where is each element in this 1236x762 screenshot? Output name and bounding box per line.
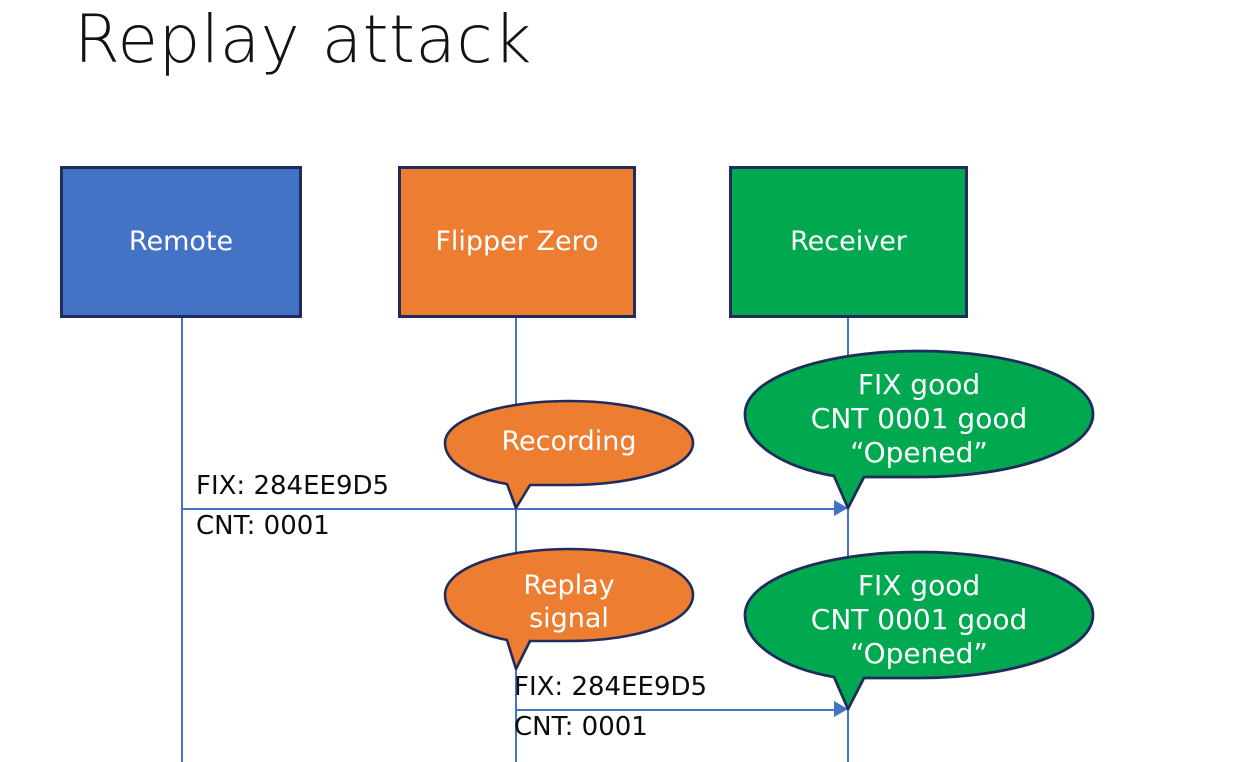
- callout-recording-shape: [443, 399, 695, 510]
- actor-label-remote: Remote: [128, 226, 234, 258]
- actor-label-flipper: Flipper Zero: [435, 226, 599, 258]
- lifeline-remote: [181, 318, 183, 762]
- message-line-1: [182, 508, 842, 510]
- actor-box-flipper[interactable]: Flipper Zero: [398, 166, 636, 318]
- callout-replay-signal-shape: [443, 547, 695, 671]
- message-line-2: [516, 709, 842, 711]
- actor-box-receiver[interactable]: Receiver: [729, 166, 968, 318]
- message-arrowhead-2: [834, 701, 848, 717]
- actor-label-receiver: Receiver: [790, 226, 907, 258]
- message-2-label-above: FIX: 284EE9D5: [514, 672, 708, 702]
- lifeline-flipper: [515, 318, 517, 762]
- lifeline-receiver: [847, 318, 849, 762]
- actor-box-remote[interactable]: Remote: [60, 166, 302, 318]
- message-1-label-below: CNT: 0001: [196, 511, 330, 541]
- callout-receiver-response-2[interactable]: FIX good CNT 0001 good “Opened”: [743, 550, 1095, 713]
- message-1-label-above: FIX: 284EE9D5: [196, 471, 390, 501]
- callout-recording[interactable]: Recording: [443, 399, 695, 510]
- callout-receiver-response-2-shape: [743, 550, 1095, 711]
- message-arrowhead-1: [834, 500, 848, 516]
- message-2-label-below: CNT: 0001: [514, 712, 648, 742]
- callout-receiver-response-1-shape: [743, 349, 1095, 510]
- callout-replay-signal[interactable]: Replay signal: [443, 547, 695, 673]
- callout-receiver-response-1[interactable]: FIX good CNT 0001 good “Opened”: [743, 349, 1095, 512]
- page-title: Replay attack: [74, 1, 532, 78]
